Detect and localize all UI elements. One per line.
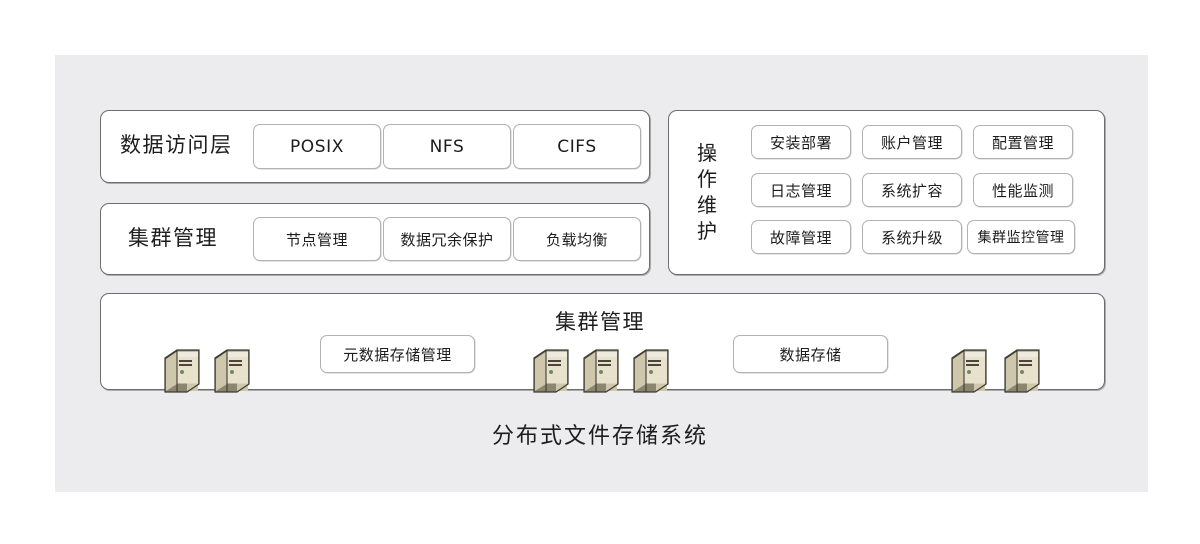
pill-posix[interactable]: POSIX xyxy=(253,124,381,169)
pill-data-redundancy-protection[interactable]: 数据冗余保护 xyxy=(383,217,511,261)
storage-panel-title: 集群管理 xyxy=(555,310,645,334)
vlabel-char-4: 护 xyxy=(697,219,717,243)
pill-load-balancing[interactable]: 负载均衡 xyxy=(513,217,641,261)
diagram-caption: 分布式文件存储系统 xyxy=(491,424,708,449)
label-cluster-management: 集群管理 xyxy=(128,226,218,250)
vlabel-char-3: 维 xyxy=(697,193,717,217)
pill-log-management[interactable]: 日志管理 xyxy=(751,173,851,207)
pill-nfs[interactable]: NFS xyxy=(383,124,511,169)
vlabel-char-2: 作 xyxy=(697,167,717,191)
server-icon xyxy=(213,348,251,393)
pill-metadata-storage-management[interactable]: 元数据存储管理 xyxy=(320,335,475,373)
pill-fault-management[interactable]: 故障管理 xyxy=(751,220,851,254)
server-icon xyxy=(532,348,570,393)
pill-install-deploy[interactable]: 安装部署 xyxy=(751,125,851,159)
pill-performance-monitoring[interactable]: 性能监测 xyxy=(973,173,1073,207)
pill-account-management[interactable]: 账户管理 xyxy=(862,125,962,159)
server-icon xyxy=(1003,348,1041,393)
server-icon xyxy=(163,348,201,393)
pill-data-storage[interactable]: 数据存储 xyxy=(733,335,888,373)
pill-node-management[interactable]: 节点管理 xyxy=(253,217,381,261)
label-operations-maintenance-vertical: 操 作 维 护 xyxy=(694,140,720,244)
pill-configuration-management[interactable]: 配置管理 xyxy=(973,125,1073,159)
pill-system-upgrade[interactable]: 系统升级 xyxy=(862,220,962,254)
server-icon xyxy=(950,348,988,393)
pill-cifs[interactable]: CIFS xyxy=(513,124,641,169)
label-data-access-layer: 数据访问层 xyxy=(120,133,233,157)
server-icon xyxy=(582,348,620,393)
vlabel-char-1: 操 xyxy=(697,141,717,165)
server-icon xyxy=(632,348,670,393)
pill-system-expansion[interactable]: 系统扩容 xyxy=(862,173,962,207)
pill-cluster-monitoring-management[interactable]: 集群监控管理 xyxy=(967,220,1075,254)
